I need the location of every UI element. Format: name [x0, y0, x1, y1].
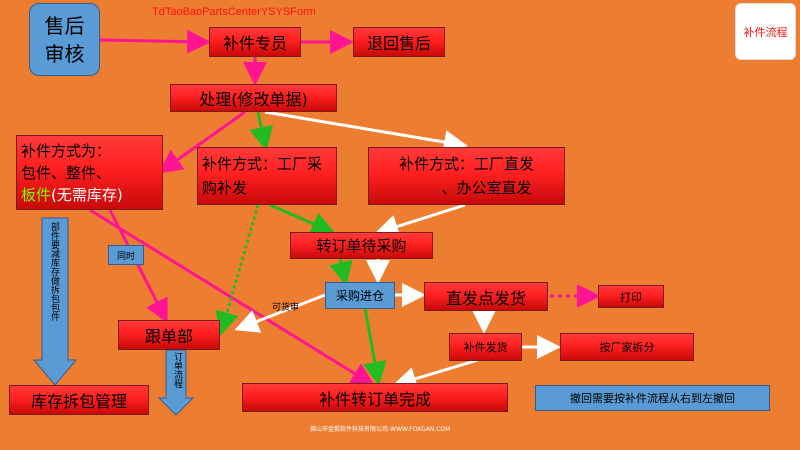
- node-gendan-bu[interactable]: 跟单部: [118, 320, 220, 350]
- form-title: TdTaoBaoPartsCenterYSYSForm: [152, 6, 316, 18]
- node-chuli[interactable]: 处理(修改单据): [170, 84, 337, 112]
- method-c-line2: 、办公室直发: [441, 179, 532, 197]
- blue-down-arrow-mid: [157, 349, 195, 416]
- label-kehuoshen: 可货审: [272, 303, 300, 313]
- label-vertical-left: 部件要减库存做拆包包件: [49, 222, 59, 321]
- arrow-method-c-to-zhuandingdan: [374, 203, 466, 238]
- arrow-method-a-to-wancheng: [89, 208, 376, 387]
- arrow-shouhou-to-zhuanyuan: [99, 29, 211, 54]
- method-a-banjian: 板件: [21, 185, 52, 204]
- node-kucun-chaibao-guanli[interactable]: 库存拆包管理: [9, 385, 149, 415]
- blue-down-arrow-left: [32, 217, 78, 386]
- node-bujian-zhuanyuan[interactable]: 补件专员: [209, 27, 301, 57]
- arrow-caigou-to-gendan: [234, 293, 326, 333]
- label-vertical-mid: 订单流程: [172, 352, 182, 388]
- arrow-zhuandingdan-to-caigou-green: [329, 258, 353, 286]
- node-shouhou-shenhe[interactable]: 售后 审核: [29, 3, 100, 76]
- method-a-line3: 板件(无需库存): [21, 184, 123, 206]
- arrow-chuli-to-method-b: [249, 111, 274, 151]
- arrow-caigou-to-wancheng: [362, 307, 387, 386]
- node-bujian-zhuan-dingdan-wancheng[interactable]: 补件转订单完成: [242, 383, 508, 412]
- arrow-chuli-to-method-c: [264, 110, 468, 154]
- footer-company: 佛山市金狐软件科技有限公司-WWW.FOXGAN.COM: [310, 426, 451, 433]
- node-bujian-fahuo[interactable]: 补件发货: [449, 333, 522, 361]
- node-caigou-jincang[interactable]: 采购进仓: [325, 282, 395, 309]
- node-zhifa-dian-fahuo[interactable]: 直发点发货: [424, 282, 548, 311]
- node-an-changjia-chaifen[interactable]: 按厂家拆分: [560, 333, 694, 361]
- node-method-b[interactable]: 补件方式：工厂采购补发: [197, 147, 337, 205]
- arrow-method-b-to-zhuandingdan: [269, 203, 336, 235]
- method-a-line2: 包件、整件、: [21, 163, 112, 182]
- method-a-line1: 补件方式为：: [21, 141, 112, 160]
- note-chehui: 撤回需要按补件流程从右到左撤回: [535, 385, 770, 411]
- arrow-method-b-to-gendan-dotted: [215, 204, 260, 336]
- method-a-no-stock: (无需库存): [51, 185, 123, 204]
- arrow-chuli-to-method-a: [158, 110, 246, 174]
- arrow-bujian-fahuo-to-wancheng: [392, 358, 479, 391]
- node-method-a[interactable]: 补件方式为： 包件、整件、 板件(无需库存): [16, 135, 163, 210]
- label-tongshi: 同时: [108, 245, 144, 265]
- badge-bujian-liucheng: 补件流程: [735, 3, 796, 60]
- node-method-c[interactable]: 补件方式：工厂直发 、办公室直发: [368, 147, 565, 205]
- node-tuihui-shouhou[interactable]: 退回售后: [353, 27, 445, 57]
- method-c-line1: 补件方式：工厂直发: [398, 155, 534, 173]
- node-dayin[interactable]: 打印: [598, 285, 664, 308]
- node-zhuan-dingdan-dai-caigou[interactable]: 转订单待采购: [290, 232, 433, 259]
